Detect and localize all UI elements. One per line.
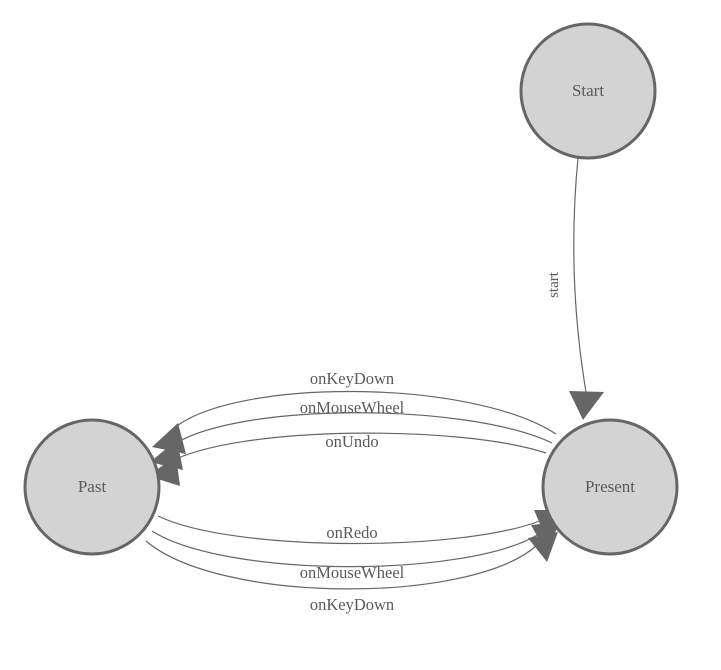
node-present-circle <box>541 418 679 556</box>
edge-start-to-present-line <box>573 157 587 393</box>
node-present-label: Present <box>585 477 635 496</box>
edge-label-redo: onRedo <box>326 523 377 542</box>
edge-present-to-past-undo-line <box>167 432 547 464</box>
arrowhead-start-to-present <box>569 391 604 420</box>
edge-label-undo: onUndo <box>325 432 378 451</box>
edge-past-to-present-redo[interactable]: onRedo <box>157 510 562 545</box>
edge-label-mousewheel-lower: onMouseWheel <box>300 563 405 582</box>
arrowhead-past-to-present-keydown <box>528 532 558 562</box>
edge-label-mousewheel-upper: onMouseWheel <box>300 398 405 417</box>
edge-present-to-past-undo[interactable]: onUndo <box>148 432 547 486</box>
node-start-circle <box>519 22 657 160</box>
edge-label-keydown-upper: onKeyDown <box>310 369 394 388</box>
edge-present-to-past-keydown-line <box>171 390 557 435</box>
edge-past-to-present-redo-line <box>157 515 543 545</box>
edge-past-to-present-keydown-line <box>145 540 537 590</box>
node-past-label: Past <box>78 477 107 496</box>
node-past-circle <box>23 418 161 556</box>
node-past[interactable]: Past <box>23 418 161 556</box>
edge-label-start: start <box>546 271 562 298</box>
edge-past-to-present-mousewheel-line <box>151 530 540 568</box>
edge-present-to-past-mousewheel-line <box>169 412 553 448</box>
edge-start-to-present[interactable]: start <box>546 157 604 420</box>
edge-past-to-present-keydown[interactable]: onKeyDown <box>145 532 558 614</box>
node-start[interactable]: Start <box>519 22 657 160</box>
edge-label-keydown-lower: onKeyDown <box>310 595 394 614</box>
node-present[interactable]: Present <box>541 418 679 556</box>
node-start-label: Start <box>572 81 604 100</box>
